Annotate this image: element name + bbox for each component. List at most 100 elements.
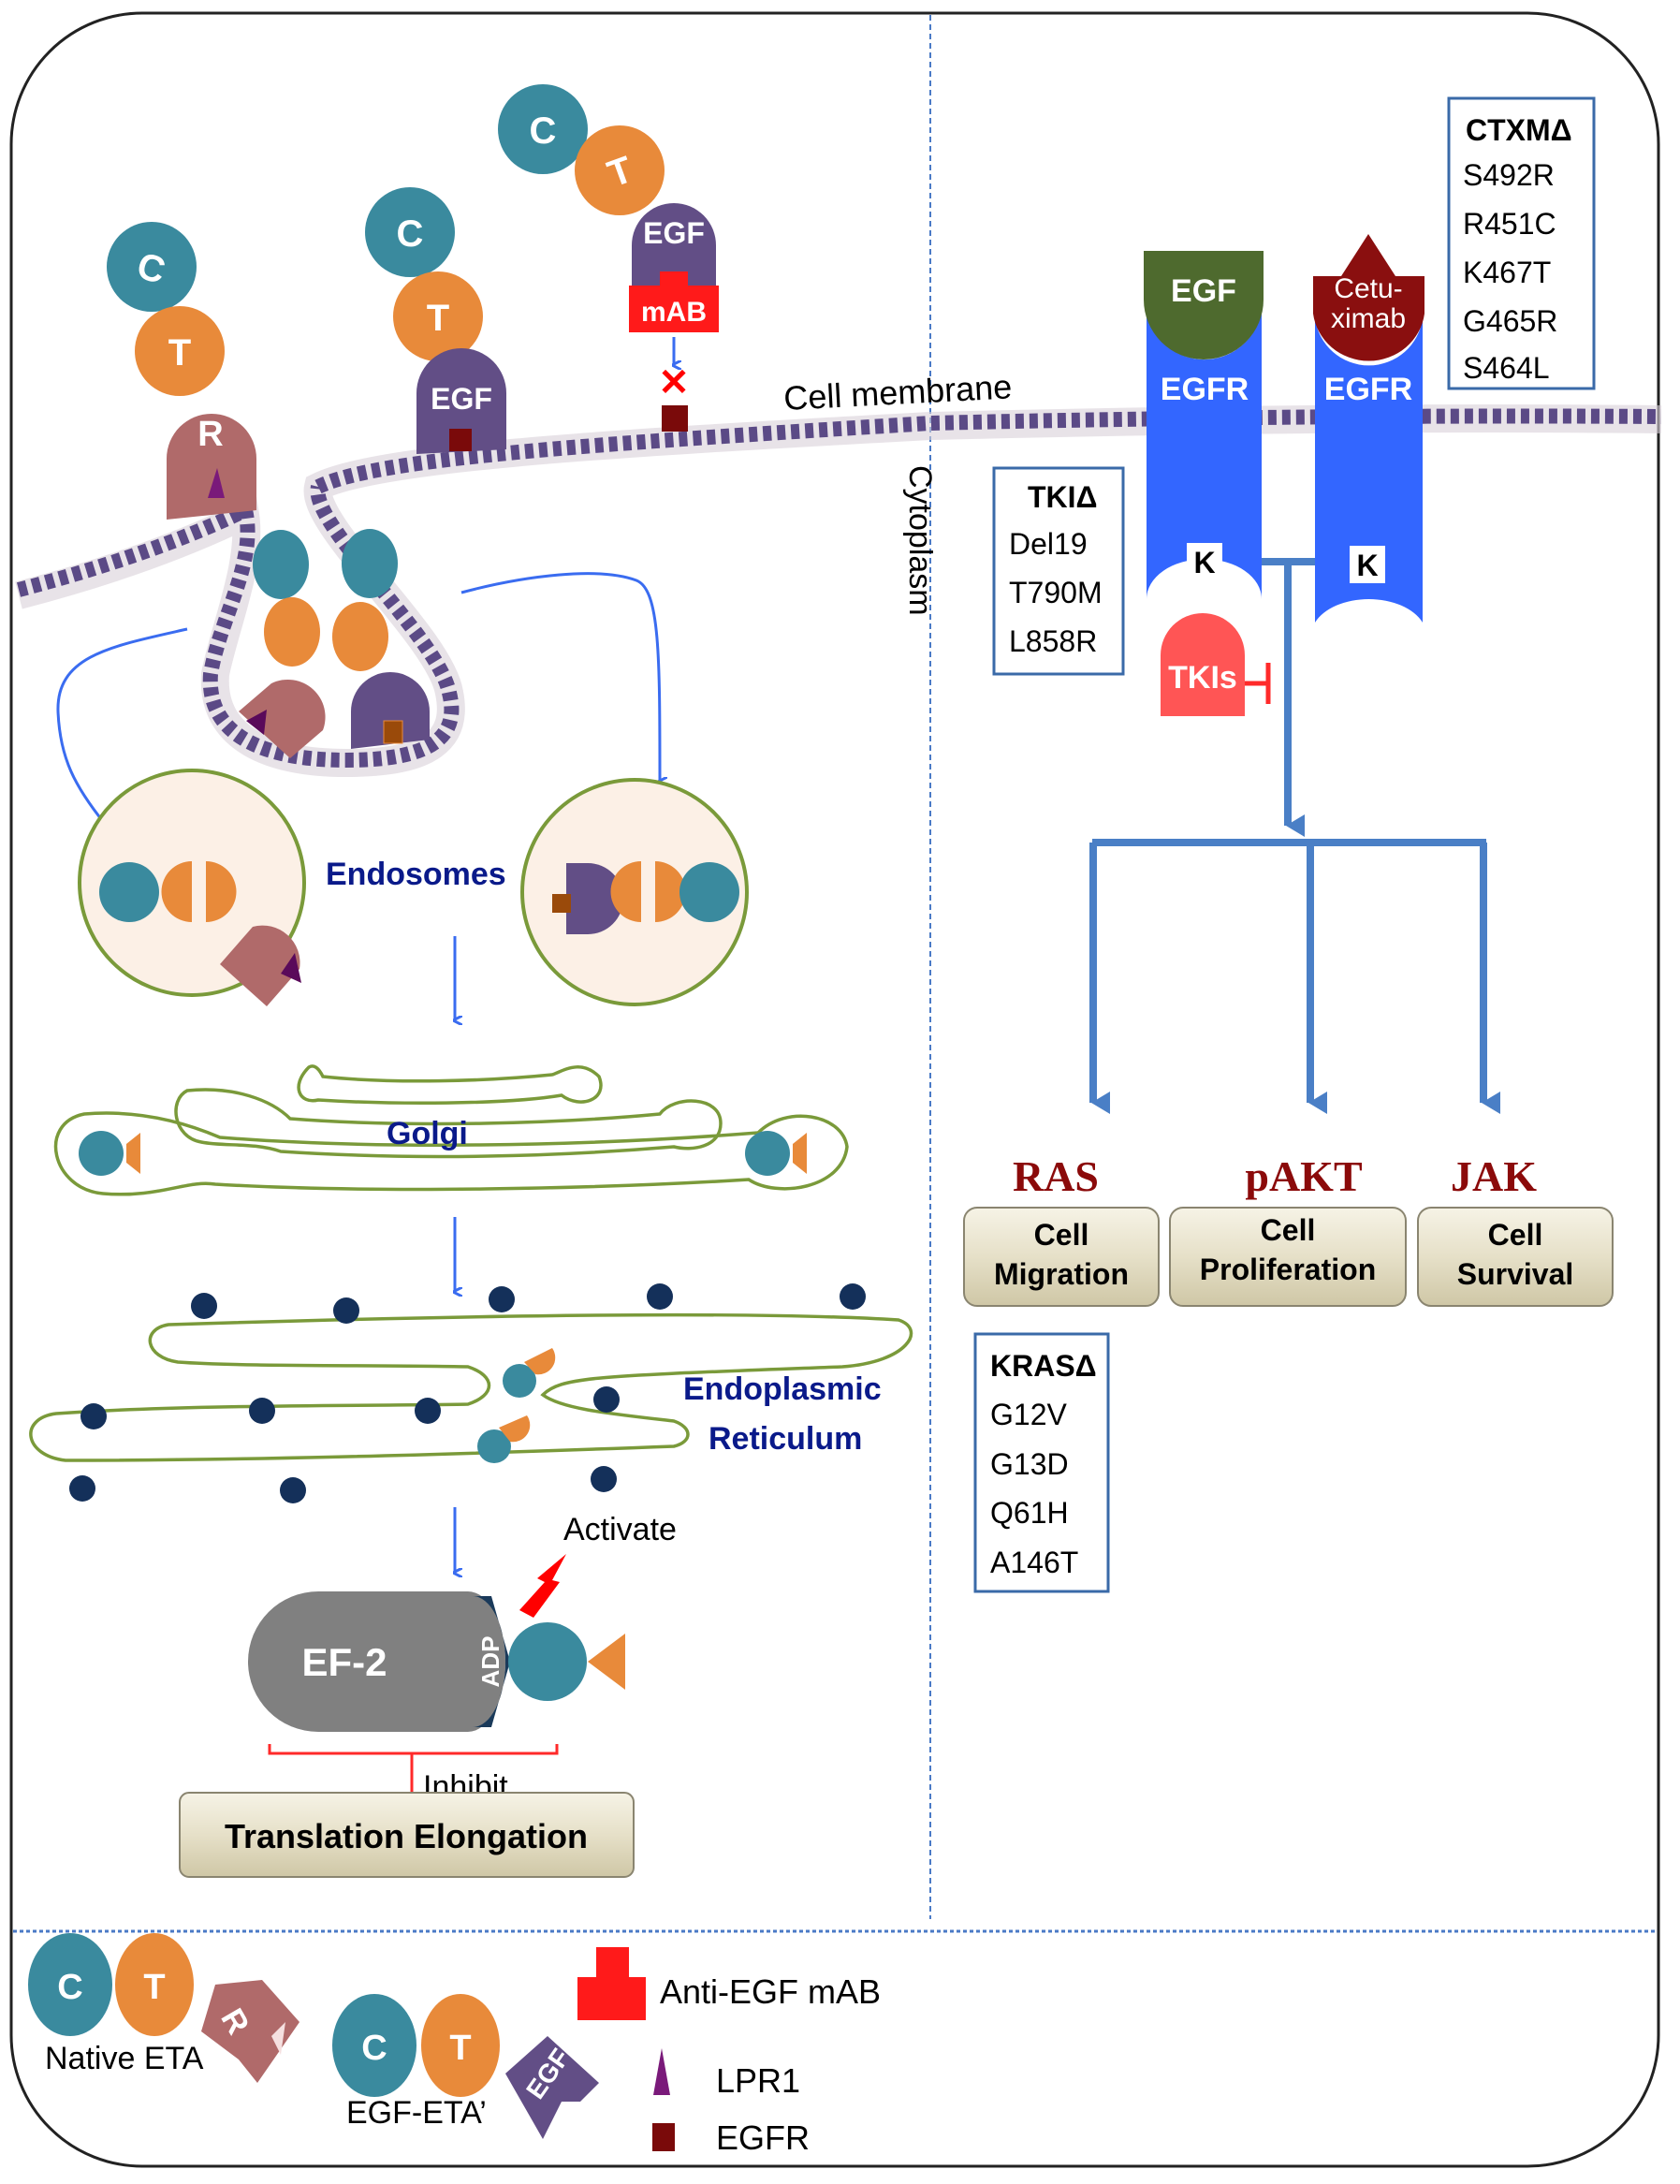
legend-anti-egf-mab-icon	[577, 1947, 646, 2020]
legend-lpr1-icon	[653, 2048, 670, 2095]
svg-text:Migration: Migration	[994, 1257, 1129, 1291]
er-label-line2: Reticulum	[709, 1421, 862, 1457]
tki-inhibitor	[1161, 613, 1245, 716]
egf-eta-mab-complex: C T EGF mAB ✕	[498, 84, 719, 432]
cell-migration-box	[963, 1207, 1160, 1307]
lpr1-receptor-icon	[208, 468, 225, 498]
svg-text:CTXMΔ: CTXMΔ	[1466, 113, 1572, 147]
legend-lpr1-label: LPR1	[716, 2061, 800, 2100]
egf-domain	[416, 348, 506, 454]
activate-label: Activate	[563, 1512, 677, 1547]
legend-egf-eta-label: EGF-ETA’	[346, 2095, 487, 2131]
golgi-apparatus	[53, 1064, 849, 1196]
translation-elongation-label: Translation Elongation	[225, 1817, 588, 1855]
endosome-right	[520, 778, 749, 1006]
svg-text:Cell: Cell	[1034, 1218, 1089, 1252]
svg-text:C: C	[397, 213, 424, 255]
legend: C T R Native ETA C T EGF EGF-ETA’ Anti-E…	[28, 1933, 881, 2157]
egf-eta-complex: C T EGF	[365, 187, 506, 454]
t-domain	[135, 306, 225, 396]
svg-text:ximab: ximab	[1331, 303, 1406, 334]
internalized-vesicle	[239, 529, 430, 758]
svg-text:Del19: Del19	[1009, 527, 1088, 561]
svg-text:K467T: K467T	[1463, 256, 1551, 289]
svg-text:Q61H: Q61H	[990, 1496, 1069, 1530]
egfr-receptor-left: EGF EGFR K	[1144, 251, 1264, 599]
svg-text:T: T	[427, 298, 449, 339]
activate-bolt-icon	[519, 1554, 566, 1618]
c-domain	[365, 187, 455, 277]
cell-proliferation-box	[1169, 1207, 1407, 1307]
svg-text:EF-2: EF-2	[301, 1640, 387, 1684]
c-domain	[508, 1622, 587, 1701]
c-domain	[107, 222, 197, 312]
svg-text:S492R: S492R	[1463, 158, 1555, 192]
arrow-to-left-endosome	[56, 627, 188, 824]
golgi-label: Golgi	[387, 1116, 468, 1151]
svg-text:R451C: R451C	[1463, 207, 1556, 241]
cytoplasm-label: Cytoplasm	[902, 465, 938, 616]
kras-mutation-box: KRASΔ G12V G13D Q61H A146T	[973, 1332, 1110, 1593]
svg-text:K: K	[1193, 546, 1215, 579]
native-eta-complex: C T R	[107, 222, 256, 520]
svg-text:C: C	[57, 1968, 82, 2007]
egfr-receptor-right: Cetu- ximab EGFR K	[1313, 234, 1424, 623]
svg-text:Survival: Survival	[1457, 1257, 1574, 1291]
ef2-adp-complex: EF-2 ADP	[248, 1554, 625, 1732]
endosome-left	[78, 769, 306, 1006]
legend-native-eta: C T R Native ETA	[28, 1933, 299, 2083]
ras-label: RAS	[1013, 1152, 1099, 1200]
translation-elongation-box	[179, 1792, 635, 1878]
kinase-domain	[1187, 543, 1222, 580]
r-domain	[167, 414, 256, 520]
tki-inhibit-mark	[1245, 663, 1271, 704]
legend-egf-eta: C T EGF EGF-ETA’	[332, 1994, 599, 2139]
c-domain	[498, 84, 588, 174]
egfr-dimer-connector	[1262, 558, 1315, 826]
svg-text:EGFR: EGFR	[1324, 372, 1412, 407]
svg-text:C: C	[530, 110, 557, 152]
cell-survival-box	[1417, 1207, 1614, 1307]
svg-text:Proliferation: Proliferation	[1200, 1253, 1376, 1286]
legend-native-eta-label: Native ETA	[45, 2041, 204, 2076]
t-domain	[393, 271, 483, 361]
endoplasmic-reticulum	[29, 1283, 913, 1503]
svg-text:C: C	[361, 2029, 387, 2068]
legend-egfr-icon	[652, 2123, 675, 2151]
ribosomes	[69, 1283, 866, 1503]
svg-text:Cell: Cell	[1488, 1218, 1543, 1252]
svg-text:TKIs: TKIs	[1168, 660, 1237, 696]
t-domain	[575, 125, 665, 215]
svg-text:G13D: G13D	[990, 1447, 1069, 1481]
svg-text:T790M: T790M	[1009, 576, 1103, 609]
tki-mutation-box: TKIΔ Del19 T790M L858R	[992, 466, 1125, 676]
svg-text:Cell: Cell	[1261, 1213, 1316, 1247]
egfr-marker-icon	[662, 405, 688, 432]
svg-text:G465R: G465R	[1463, 304, 1557, 338]
pakt-label: pAKT	[1245, 1152, 1362, 1200]
adp-moiety	[473, 1596, 510, 1727]
svg-text:T: T	[143, 1968, 165, 2007]
er-label-line1: Endoplasmic	[683, 1371, 882, 1407]
cell-membrane	[16, 503, 249, 597]
egfr-marker-icon	[449, 429, 472, 451]
svg-text:Cetu-: Cetu-	[1334, 273, 1402, 304]
legend-anti-egf-mab-label: Anti-EGF mAB	[660, 1972, 881, 2011]
jak-label: JAK	[1451, 1152, 1537, 1200]
ctxm-mutation-box: CTXMΔ S492R R451C K467T G465R S464L	[1447, 96, 1596, 390]
svg-text:ADP: ADP	[476, 1636, 504, 1688]
endocytic-vesicle-membrane	[202, 485, 460, 769]
ef2-cylinder	[248, 1591, 505, 1732]
svg-text:T: T	[168, 332, 191, 374]
svg-text:R: R	[197, 415, 223, 454]
anti-egf-mab-icon	[629, 271, 719, 332]
svg-text:EGF: EGF	[1171, 273, 1236, 309]
endosomes-label: Endosomes	[326, 857, 506, 892]
cetuximab-antibody	[1313, 234, 1424, 361]
svg-text:A146T: A146T	[990, 1546, 1078, 1579]
svg-text:G12V: G12V	[990, 1398, 1067, 1431]
egf-ligand	[1144, 251, 1264, 359]
kinase-domain	[1350, 546, 1385, 583]
svg-text:TKIΔ: TKIΔ	[1028, 480, 1098, 514]
arrow-to-right-endosome	[460, 572, 660, 782]
